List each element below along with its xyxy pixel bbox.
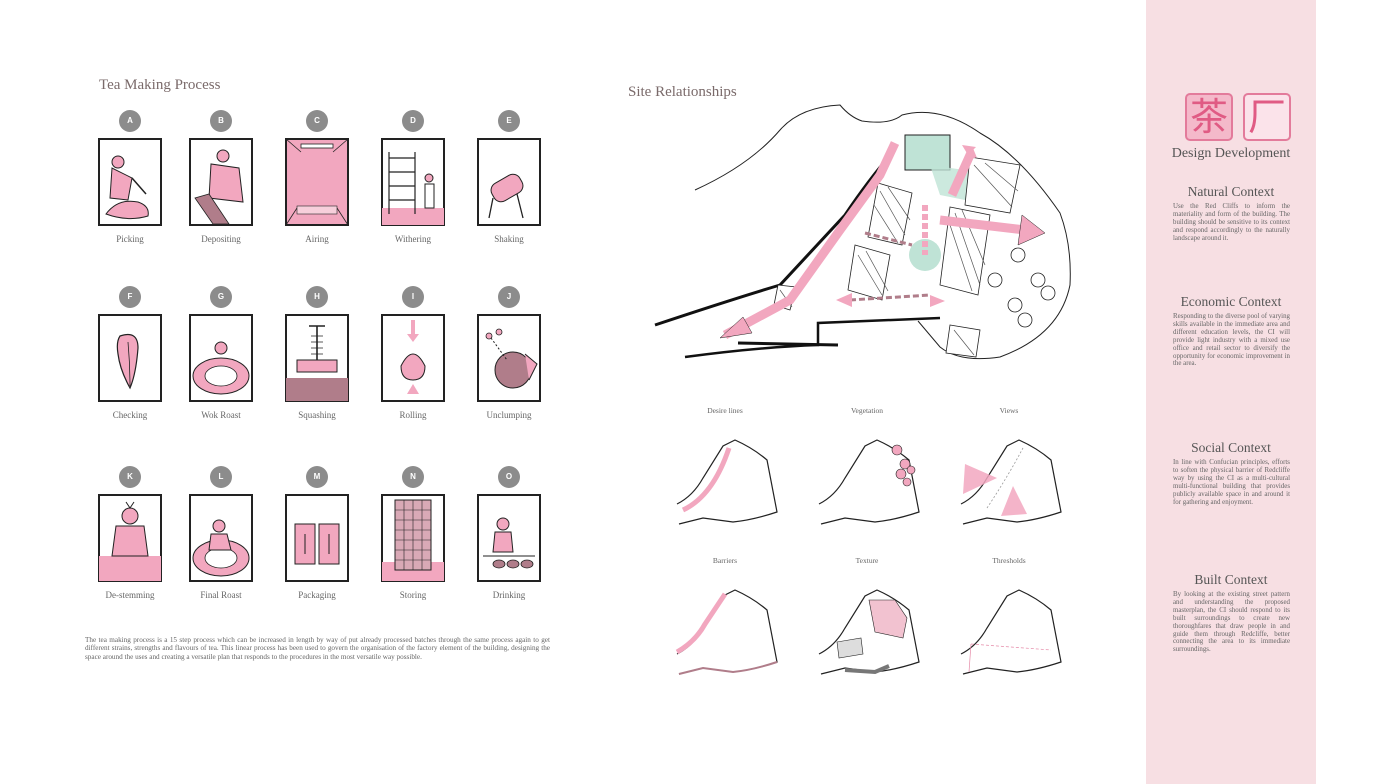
- step-badge: O: [498, 466, 520, 488]
- logo-char-tea: 茶: [1189, 95, 1228, 139]
- step-badge: H: [306, 286, 328, 308]
- step-label: Final Roast: [200, 590, 242, 600]
- step-label: Airing: [305, 234, 329, 244]
- step-label: Wok Roast: [201, 410, 241, 420]
- step-label: Picking: [116, 234, 144, 244]
- views-diagram: [960, 439, 1062, 525]
- step-label: Unclumping: [486, 410, 532, 420]
- storing-illustration: [381, 494, 445, 582]
- squashing-illustration: [285, 314, 349, 402]
- picking-illustration: [98, 138, 162, 226]
- depositing-illustration: [189, 138, 253, 226]
- built-context-text: By looking at the existing street patter…: [1173, 591, 1290, 654]
- rolling-illustration: [381, 314, 445, 402]
- step-badge: L: [210, 466, 232, 488]
- panel-title: Design Development: [1171, 146, 1291, 161]
- airing-illustration: [285, 138, 349, 226]
- tea-character-logo: [1185, 93, 1233, 141]
- step-label: Depositing: [201, 234, 241, 244]
- step-badge: I: [402, 286, 424, 308]
- step-label: Storing: [399, 590, 427, 600]
- site-plan: [654, 104, 1071, 360]
- tea-process-description: The tea making process is a 15 step proc…: [85, 636, 550, 661]
- step-badge: N: [402, 466, 424, 488]
- thresholds-diagram: [960, 589, 1062, 675]
- barriers-diagram: [675, 589, 778, 675]
- step-label: Squashing: [298, 410, 336, 420]
- wok-roast-illustration: [189, 314, 253, 402]
- drinking-illustration: [477, 494, 541, 582]
- step-badge: C: [306, 110, 328, 132]
- step-badge: B: [210, 110, 232, 132]
- social-context-title: Social Context: [1191, 440, 1271, 455]
- step-badge: K: [119, 466, 141, 488]
- desire-lines-diagram: [676, 439, 778, 525]
- natural-context-text: Use the Red Cliffs to inform the materia…: [1173, 203, 1290, 242]
- packaging-illustration: [285, 494, 349, 582]
- checking-illustration: [98, 314, 162, 402]
- social-context-text: In line with Confucian principles, effor…: [1173, 459, 1290, 506]
- built-context-title: Built Context: [1194, 572, 1268, 587]
- step-label: Checking: [112, 410, 148, 420]
- design-development-panel: 茶 厂 Design Development Natural Context U…: [1146, 0, 1316, 784]
- diagram-caption: Texture: [855, 556, 879, 565]
- diagram-caption: Thresholds: [992, 556, 1026, 565]
- diagram-caption: Barriers: [712, 556, 738, 565]
- withering-illustration: [381, 138, 445, 226]
- logo-char-factory: 厂: [1247, 95, 1286, 139]
- factory-character-logo: [1243, 93, 1291, 141]
- step-label: Drinking: [492, 590, 526, 600]
- diagram-caption: Vegetation: [850, 406, 884, 415]
- step-badge: M: [306, 466, 328, 488]
- step-badge: D: [402, 110, 424, 132]
- vegetation-diagram: [818, 439, 920, 525]
- step-label: Packaging: [298, 590, 336, 600]
- tea-process-title: Tea Making Process: [99, 77, 221, 93]
- texture-diagram: [818, 589, 920, 675]
- step-badge: F: [119, 286, 141, 308]
- shaking-illustration: [477, 138, 541, 226]
- step-badge: A: [119, 110, 141, 132]
- final-roast-illustration: [189, 494, 253, 582]
- step-label: Shaking: [494, 234, 524, 244]
- de-stemming-illustration: [98, 494, 162, 582]
- step-badge: J: [498, 286, 520, 308]
- step-badge: E: [498, 110, 520, 132]
- diagram-caption: Views: [999, 406, 1019, 415]
- economic-context-title: Economic Context: [1180, 294, 1282, 309]
- step-badge: G: [210, 286, 232, 308]
- site-relationships-title: Site Relationships: [628, 84, 737, 100]
- unclumping-illustration: [477, 314, 541, 402]
- step-label: Withering: [394, 234, 432, 244]
- diagram-caption: Desire lines: [707, 406, 743, 415]
- economic-context-text: Responding to the diverse pool of varyin…: [1173, 313, 1290, 368]
- step-label: De-stemming: [105, 590, 155, 600]
- natural-context-title: Natural Context: [1187, 184, 1275, 199]
- step-label: Rolling: [399, 410, 427, 420]
